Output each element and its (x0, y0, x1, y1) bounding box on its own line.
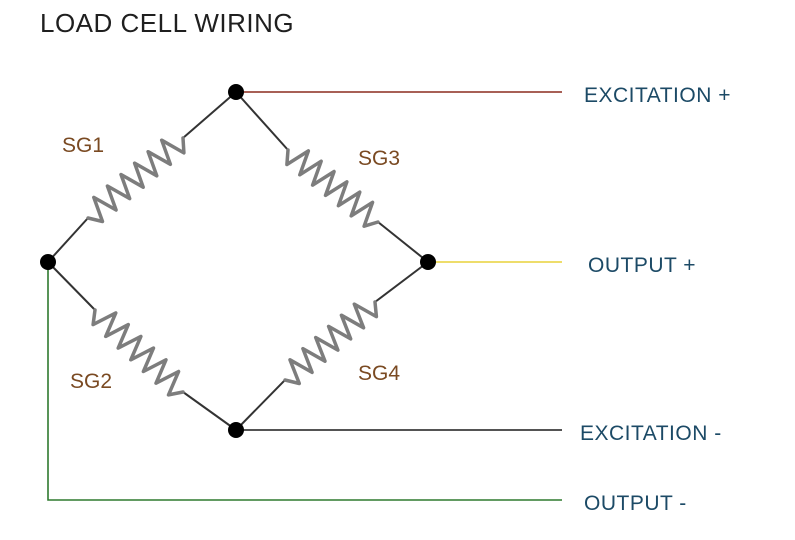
sg1-lead-b (182, 91, 237, 139)
sg4-resistor-icon (283, 300, 379, 386)
bridge-legs (47, 91, 429, 431)
sg1-label: SG1 (62, 134, 104, 157)
sg1-lead-a (47, 217, 89, 263)
sg4-lead-a (235, 379, 286, 431)
diagram-title: LOAD CELL WIRING (40, 8, 294, 38)
excitation-minus-label: EXCITATION - (580, 422, 722, 445)
left-node (40, 254, 56, 270)
right-node (420, 254, 436, 270)
sg2-label: SG2 (70, 370, 112, 393)
output-plus-label: OUTPUT + (588, 254, 696, 277)
sg4-lead-b (374, 261, 429, 303)
sg3-lead-b (377, 221, 429, 263)
sg2-lead-b (182, 391, 237, 431)
sg3-label: SG3 (358, 147, 400, 170)
sg4-label: SG4 (358, 362, 400, 385)
top-node (228, 84, 244, 100)
excitation-plus-label: EXCITATION + (584, 84, 731, 107)
sg2-resistor-icon (91, 308, 185, 397)
sg2-lead-a (47, 261, 96, 311)
output-minus-label: OUTPUT - (584, 492, 687, 515)
output-minus-wire (47, 262, 562, 501)
sg1-resistor-icon (86, 136, 186, 224)
bottom-node (228, 422, 244, 438)
sg3-resistor-icon (285, 148, 380, 228)
sg3-lead-a (235, 91, 289, 151)
